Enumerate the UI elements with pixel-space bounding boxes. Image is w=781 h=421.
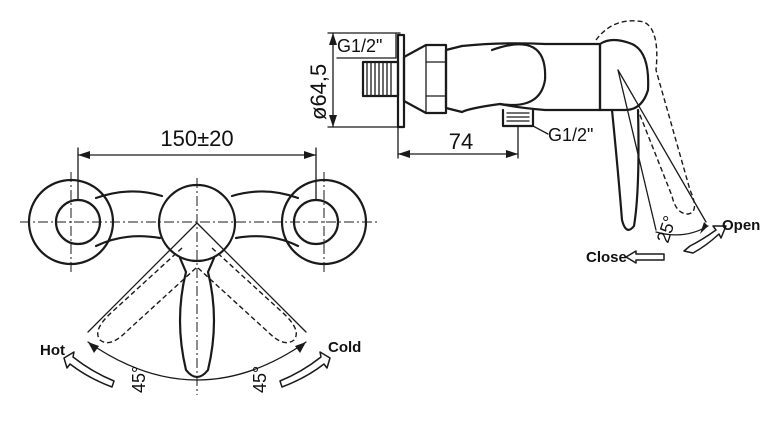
outlet-thread-hatch: [506, 112, 530, 122]
hot-arrow-icon: [63, 351, 115, 388]
outlet-thread-label: G1/2": [548, 125, 593, 145]
lever-open-position: [595, 20, 696, 215]
close-arrow-icon: [625, 250, 665, 264]
inlet-thread-hatch: [366, 61, 392, 97]
depth-label: 74: [449, 129, 473, 154]
width-dimension-label: 150±20: [160, 126, 233, 151]
diameter-dimension: ø64,5: [306, 32, 401, 128]
front-view: 150±20 Hot: [20, 126, 380, 395]
lever-head: [598, 38, 650, 112]
cold-label: Cold: [328, 339, 361, 356]
depth-dimension: 74: [397, 125, 519, 159]
cold-arrow-icon: [279, 351, 331, 388]
body-top-right: [230, 190, 300, 200]
union-nut: [402, 43, 448, 115]
side-view: ø64,5 G1/2" G1/2": [306, 20, 760, 266]
width-dimension: 150±20: [77, 126, 317, 201]
open-label: Open: [722, 217, 760, 234]
body-bottom-right: [234, 235, 300, 248]
inlet-thread-label: G1/2": [337, 36, 382, 56]
valve-body: [444, 42, 602, 114]
angle-arc: [87, 341, 307, 381]
cold-angle-label: 45°: [250, 366, 270, 393]
inlet-thread: [361, 60, 400, 98]
handle-cold-position: [197, 247, 297, 344]
body-bottom-left: [94, 235, 162, 248]
close-label: Close: [586, 249, 627, 266]
hot-label: Hot: [40, 342, 65, 359]
open-arrow-icon: [683, 225, 727, 254]
body-curve: [490, 43, 547, 106]
hot-angle-label: 45°: [129, 366, 149, 393]
body-top-left: [94, 190, 164, 200]
lever-handle: [178, 256, 216, 379]
side-lever: [610, 108, 640, 231]
handle-hot-position: [97, 247, 197, 344]
diameter-label: ø64,5: [306, 64, 331, 120]
lever-angle-label: 25°: [653, 213, 680, 245]
